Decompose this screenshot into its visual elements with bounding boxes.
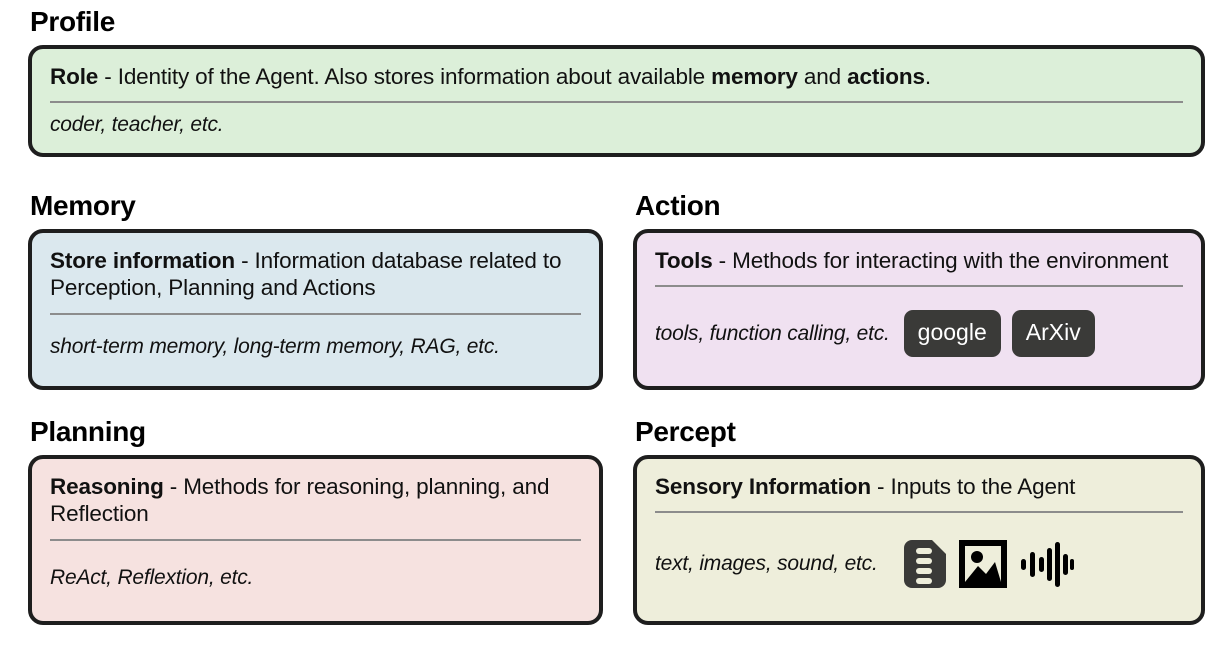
card-examples-percept: text, images, sound, etc.: [655, 552, 878, 576]
card-percept: Sensory Information - Inputs to the Agen…: [633, 455, 1205, 625]
card-divider-percept: [655, 511, 1183, 514]
section-memory: Memory Store information - Information d…: [28, 192, 603, 390]
card-desc-bold-memory: memory: [711, 64, 798, 89]
card-divider-action: [655, 285, 1183, 288]
section-title-percept: Percept: [635, 416, 736, 447]
section-percept: Percept Sensory Information - Inputs to …: [633, 418, 1205, 625]
section-title-profile: Profile: [30, 6, 116, 37]
section-title-memory: Memory: [30, 190, 136, 221]
tool-chip-google[interactable]: google: [903, 310, 1001, 358]
card-examples-memory: short-term memory, long-term memory, RAG…: [50, 335, 500, 359]
document-icon: [903, 540, 946, 589]
tool-chip-arxiv[interactable]: ArXiv: [1011, 310, 1095, 358]
card-term-action: Tools: [655, 248, 713, 273]
card-desc-end-profile: .: [924, 64, 931, 89]
card-divider-memory: [50, 312, 581, 315]
card-separator-percept: -: [870, 474, 891, 499]
card-term-planning: Reasoning: [50, 474, 164, 499]
card-separator-profile: -: [98, 64, 118, 89]
card-desc-mid-profile: and: [797, 64, 848, 89]
card-term-percept: Sensory Information: [655, 474, 871, 499]
card-desc-text-percept: Inputs to the Agent: [890, 474, 1076, 499]
waveform-icon: [1020, 540, 1074, 588]
card-desc-bold-actions: actions: [847, 64, 925, 89]
card-description-profile: Role - Identity of the Agent. Also store…: [50, 63, 1183, 90]
card-examples-action: tools, function calling, etc.: [655, 321, 890, 345]
card-profile: Role - Identity of the Agent. Also store…: [28, 45, 1205, 157]
card-footer-memory: short-term memory, long-term memory, RAG…: [50, 319, 581, 376]
section-profile: Profile Role - Identity of the Agent. Al…: [28, 8, 1205, 157]
section-title-planning: Planning: [30, 416, 146, 447]
card-description-percept: Sensory Information - Inputs to the Agen…: [655, 473, 1183, 500]
card-planning: Reasoning - Methods for reasoning, plann…: [28, 455, 603, 625]
card-divider-planning: [50, 538, 581, 541]
card-divider-profile: [50, 101, 1183, 104]
card-separator-action: -: [712, 248, 733, 273]
card-description-action: Tools - Methods for interacting with the…: [655, 247, 1183, 274]
card-description-memory: Store information - Information database…: [50, 247, 581, 302]
card-desc-text-profile: Identity of the Agent. Also stores infor…: [117, 64, 712, 89]
card-footer-action: tools, function calling, etc. google ArX…: [655, 291, 1183, 376]
section-title-action: Action: [635, 190, 721, 221]
card-action: Tools - Methods for interacting with the…: [633, 229, 1205, 390]
card-examples-profile: coder, teacher, etc.: [50, 113, 224, 137]
card-memory: Store information - Information database…: [28, 229, 603, 390]
card-footer-percept: text, images, sound, etc.: [655, 517, 1183, 611]
card-term-memory: Store information: [50, 248, 235, 273]
card-footer-planning: ReAct, Reflextion, etc.: [50, 545, 581, 611]
card-description-planning: Reasoning - Methods for reasoning, plann…: [50, 473, 581, 528]
percept-icon-group: [903, 540, 1074, 589]
card-examples-planning: ReAct, Reflextion, etc.: [50, 565, 254, 589]
card-separator-memory: -: [234, 248, 255, 273]
card-term-profile: Role: [50, 64, 99, 89]
card-footer-profile: coder, teacher, etc.: [50, 107, 1183, 143]
card-desc-text-action: Methods for interacting with the environ…: [732, 248, 1169, 273]
card-desc-text-memory: Information database related to Percepti…: [50, 248, 562, 301]
card-separator-planning: -: [163, 474, 184, 499]
image-icon: [958, 540, 1007, 589]
section-planning: Planning Reasoning - Methods for reasoni…: [28, 418, 603, 625]
tool-chip-group: google ArXiv: [903, 310, 1095, 358]
card-desc-text-planning: Methods for reasoning, planning, and Ref…: [50, 474, 550, 527]
section-action: Action Tools - Methods for interacting w…: [633, 192, 1205, 390]
